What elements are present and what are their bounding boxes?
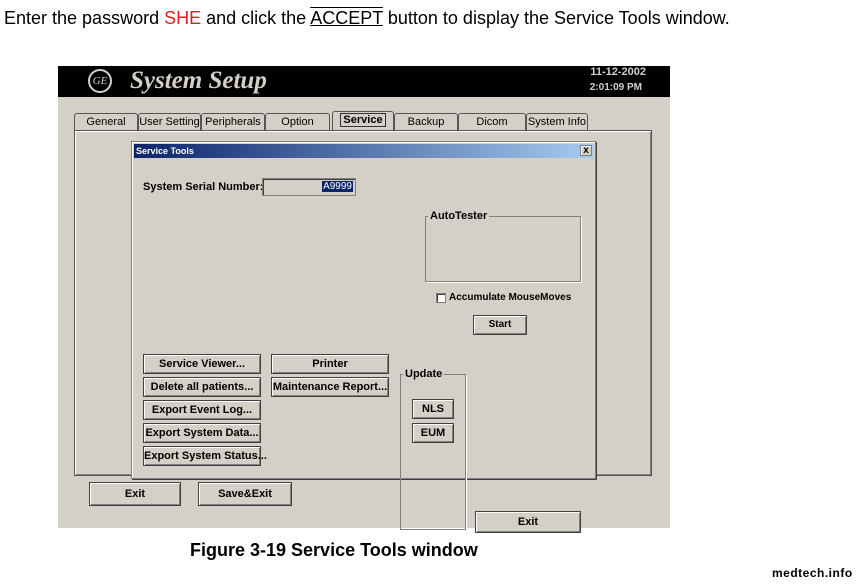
dialog-exit-button[interactable]: Exit — [475, 511, 581, 533]
title-bar: GE System Setup 11-12-2002 2:01:09 PM — [58, 66, 670, 97]
maintenance-report-button[interactable]: Maintenance Report... — [271, 377, 389, 397]
dialog-title: Service Tools — [136, 146, 194, 156]
ge-logo-icon: GE — [88, 69, 112, 93]
exit-button[interactable]: Exit — [89, 482, 181, 506]
printer-button[interactable]: Printer — [271, 354, 389, 374]
tab-backup[interactable]: Backup — [394, 113, 458, 131]
accept-button-reference: ACCEPT — [310, 8, 383, 28]
tab-general[interactable]: General — [74, 113, 138, 131]
close-icon[interactable]: x — [580, 145, 592, 156]
serial-number-field[interactable]: A9999 — [262, 178, 356, 196]
serial-number-label: System Serial Number: — [143, 181, 264, 193]
service-tools-dialog: Service Tools x System Serial Number: A9… — [131, 141, 596, 533]
export-system-data-button[interactable]: Export System Data... — [143, 423, 261, 443]
tab-user-setting[interactable]: User Setting — [138, 113, 201, 131]
instruction-part3: button to display the Service Tools wind… — [382, 8, 730, 28]
eum-button[interactable]: EUM — [412, 423, 454, 443]
tab-dicom[interactable]: Dicom — [458, 113, 526, 131]
update-group: Update — [400, 368, 466, 530]
autotester-label: AutoTester — [428, 210, 490, 222]
time-display: 2:01:09 PM — [589, 82, 642, 93]
nls-button[interactable]: NLS — [412, 399, 454, 419]
update-label: Update — [403, 368, 445, 380]
figure-caption: Figure 3-19 Service Tools window — [190, 540, 478, 560]
export-event-log-button[interactable]: Export Event Log... — [143, 400, 261, 420]
start-button[interactable]: Start — [473, 315, 527, 335]
delete-all-patients-button[interactable]: Delete all patients... — [143, 377, 261, 397]
tab-system-info[interactable]: System Info — [526, 113, 588, 131]
instruction-part1: Enter the password — [4, 8, 165, 28]
instruction-part2: and click the — [201, 8, 311, 28]
date-display: 11-12-2002 — [590, 66, 646, 78]
autotester-group: AutoTester — [425, 210, 581, 282]
service-viewer-button[interactable]: Service Viewer... — [143, 354, 261, 374]
tab-peripherals[interactable]: Peripherals — [201, 113, 265, 131]
save-exit-button[interactable]: Save&Exit — [198, 482, 292, 506]
tab-option[interactable]: Option — [265, 113, 330, 131]
serial-number-value: A9999 — [322, 181, 353, 192]
instruction-text: Enter the password SHE and click the ACC… — [4, 8, 730, 29]
watermark-text: medtech.info — [772, 566, 853, 580]
app-title: System Setup — [130, 67, 267, 94]
accumulate-mousemoves-checkbox[interactable] — [436, 293, 446, 303]
system-setup-window: GE System Setup 11-12-2002 2:01:09 PM Ge… — [58, 66, 670, 533]
dialog-title-bar: Service Tools — [134, 144, 593, 158]
password-text: SHE — [164, 8, 202, 28]
tab-service[interactable]: Service — [332, 111, 394, 131]
export-system-status-button[interactable]: Export System Status... — [143, 446, 267, 466]
accumulate-mousemoves-label: Accumulate MouseMoves — [449, 292, 572, 303]
